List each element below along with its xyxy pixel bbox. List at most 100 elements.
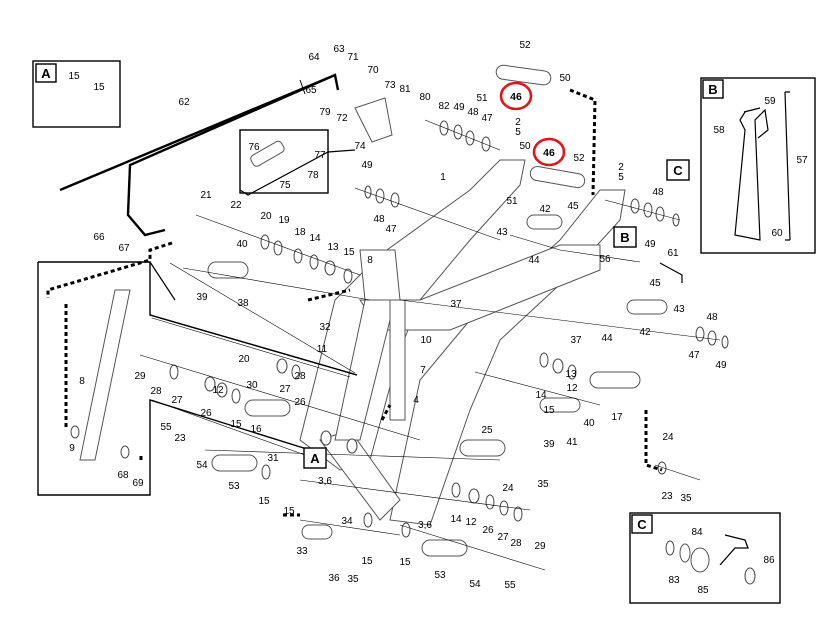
callout-55: 55 [504, 580, 516, 591]
callout-14: 14 [450, 514, 462, 525]
callout-27: 27 [497, 532, 509, 543]
tag-a-main-label: A [310, 451, 320, 466]
callout-12: 12 [566, 383, 578, 394]
callout-76: 76 [248, 142, 260, 153]
callout-24: 24 [502, 483, 514, 494]
callout-15: 15 [343, 247, 355, 258]
callout-45: 45 [649, 278, 661, 289]
callout-24: 24 [662, 432, 674, 443]
callout-77: 77 [314, 150, 326, 161]
callout-28: 28 [150, 386, 162, 397]
callout-8: 8 [79, 376, 85, 387]
callout-53: 53 [228, 481, 240, 492]
callout-3-6: 3,6 [418, 520, 432, 531]
callout-26: 26 [294, 397, 306, 408]
callout-50: 50 [519, 141, 531, 152]
callout-15: 15 [283, 506, 295, 517]
callout-22: 22 [230, 200, 242, 211]
callout-46-highlighted: 46 [510, 91, 522, 103]
callout-5: 5 [618, 172, 624, 183]
callout-84: 84 [691, 527, 703, 538]
tag-a-inset-label: A [41, 66, 51, 81]
callout-3-6: 3,6 [318, 476, 332, 487]
callout-12: 12 [465, 517, 477, 528]
callout-48: 48 [467, 107, 479, 118]
callout-56: 56 [599, 254, 611, 265]
callout-2: 2 [618, 162, 624, 173]
callout-42: 42 [539, 204, 551, 215]
callout-39: 39 [196, 292, 208, 303]
callout-7: 7 [420, 365, 426, 376]
callout-79: 79 [319, 107, 331, 118]
tag-c-main: C [666, 159, 690, 181]
callout-27: 27 [279, 384, 291, 395]
callout-55: 55 [160, 422, 172, 433]
callout-15: 15 [93, 82, 105, 93]
callout-59: 59 [764, 96, 776, 107]
callout-32: 32 [319, 322, 331, 333]
callout-34: 34 [341, 516, 353, 527]
lynch-pin [734, 107, 769, 241]
callout-83: 83 [668, 575, 680, 586]
tag-b-main: B [613, 226, 637, 248]
callout-33: 33 [296, 546, 308, 557]
callout-11: 11 [317, 344, 328, 355]
callout-10: 10 [420, 335, 432, 346]
callout-54: 54 [469, 579, 481, 590]
link-bar [79, 289, 131, 461]
callout-14: 14 [309, 233, 321, 244]
callout-48: 48 [706, 312, 718, 323]
callout-73: 73 [384, 80, 396, 91]
callout-47: 47 [481, 113, 493, 124]
callout-57: 57 [796, 155, 808, 166]
callout-15: 15 [399, 557, 411, 568]
callout-37: 37 [450, 299, 462, 310]
callout-15: 15 [68, 71, 80, 82]
callout-45: 45 [567, 201, 579, 212]
highlight-ring-upper [499, 81, 533, 111]
callout-27: 27 [171, 395, 183, 406]
bushing [690, 547, 710, 573]
callout-41: 41 [566, 437, 578, 448]
callout-5: 5 [515, 127, 521, 138]
callout-25: 25 [481, 425, 493, 436]
callout-69: 69 [132, 478, 144, 489]
callout-65: 65 [305, 85, 317, 96]
callout-58: 58 [713, 125, 725, 136]
grease-pipe [59, 73, 340, 237]
callout-13: 13 [565, 369, 577, 380]
callout-53: 53 [434, 570, 446, 581]
callout-31: 31 [267, 453, 279, 464]
callout-49: 49 [453, 102, 465, 113]
callout-39: 39 [543, 439, 555, 450]
callout-36: 36 [328, 573, 340, 584]
highlight-ring-lower [532, 137, 566, 167]
callout-85: 85 [697, 585, 709, 596]
callout-28: 28 [294, 371, 306, 382]
callout-15: 15 [230, 419, 242, 430]
callout-23: 23 [661, 491, 673, 502]
callout-43: 43 [673, 304, 685, 315]
callout-66: 66 [93, 232, 105, 243]
callout-49: 49 [715, 360, 727, 371]
callout-38: 38 [237, 298, 249, 309]
callout-81: 81 [399, 84, 411, 95]
callout-18: 18 [294, 227, 306, 238]
callout-78: 78 [307, 170, 319, 181]
callout-1: 1 [440, 172, 446, 183]
callout-16: 16 [250, 424, 262, 435]
callout-67: 67 [118, 243, 130, 254]
callout-23: 23 [174, 433, 186, 444]
mount-bracket [354, 97, 393, 143]
callout-35: 35 [680, 493, 692, 504]
callout-9: 9 [69, 443, 75, 454]
callout-52: 52 [573, 153, 585, 164]
callout-20: 20 [238, 354, 250, 365]
spring-pin [719, 534, 749, 566]
callout-44: 44 [601, 333, 613, 344]
dashed-leaders [46, 88, 663, 517]
lift-arm-assembly [299, 159, 626, 526]
callout-40: 40 [583, 418, 595, 429]
callout-35: 35 [537, 479, 549, 490]
callout-35: 35 [347, 574, 359, 585]
